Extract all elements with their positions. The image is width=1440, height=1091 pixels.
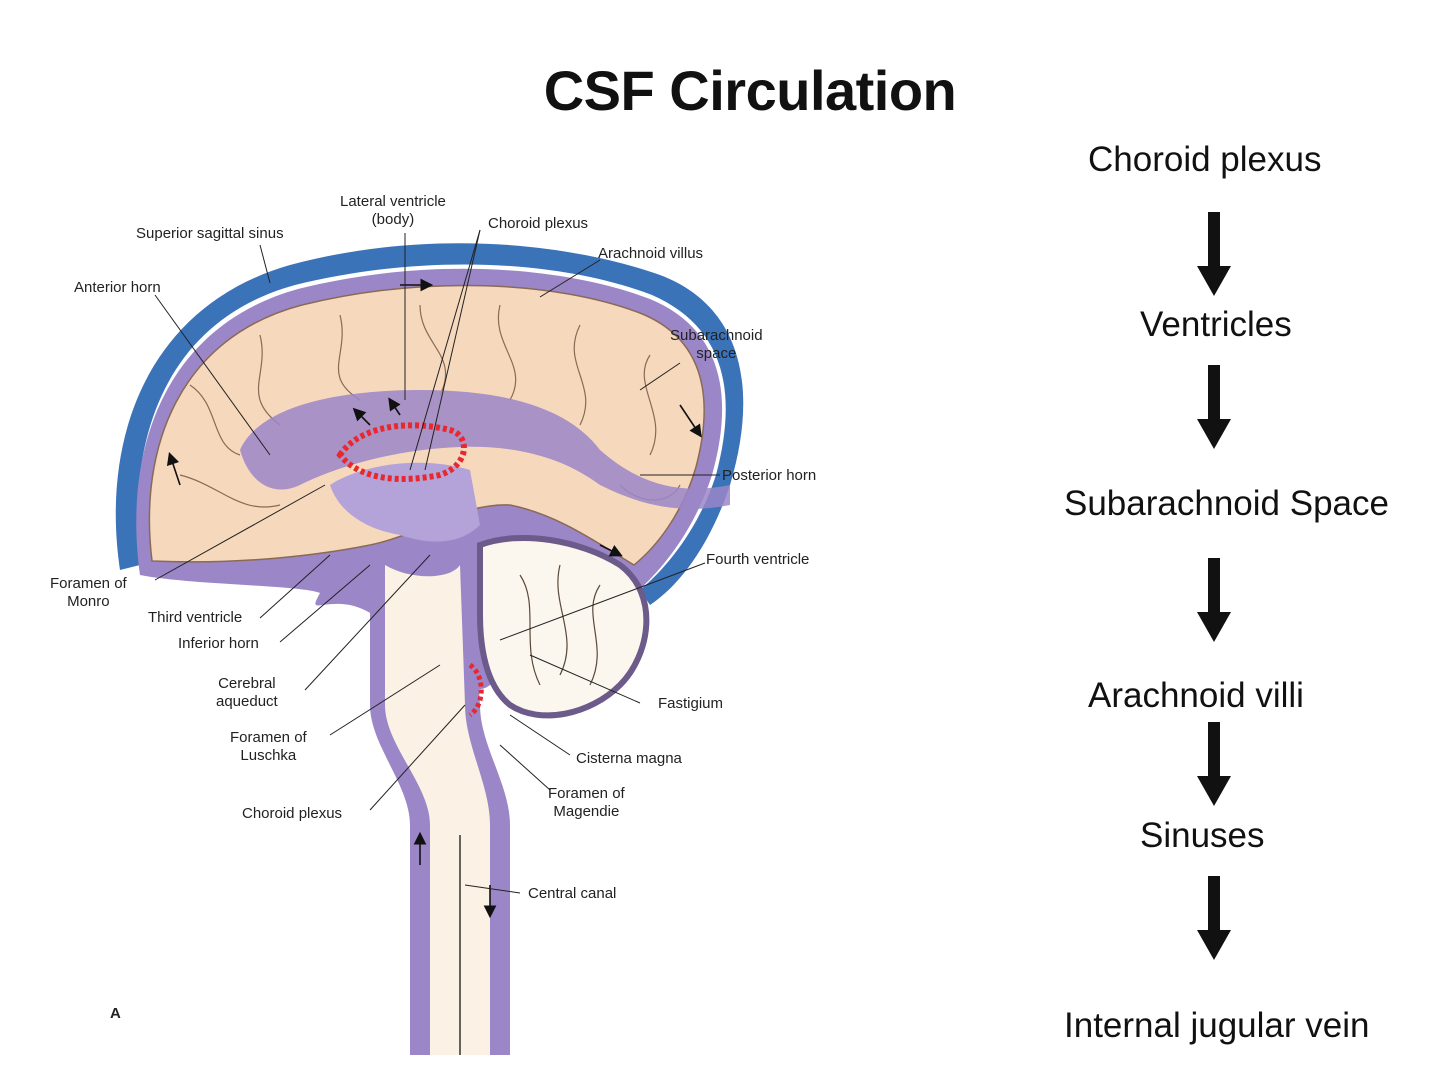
- third-ventricle-shape: [330, 462, 480, 542]
- label-choroid-plexus-bottom: Choroid plexus: [242, 805, 343, 822]
- flow-step-arachnoid-villi: Arachnoid villi: [1088, 676, 1304, 715]
- csf-anatomy-diagram: Lateral ventricle (body) Superior sagitt…: [40, 185, 900, 1055]
- label-cerebral-aqueduct: Cerebral aqueduct: [216, 675, 278, 710]
- panel-letter: A: [110, 1005, 121, 1022]
- label-fourth-ventricle: Fourth ventricle: [706, 551, 810, 568]
- label-lateral-ventricle: Lateral ventricle (body): [340, 193, 446, 228]
- label-superior-sagittal-sinus: Superior sagittal sinus: [136, 225, 284, 242]
- label-subarachnoid-space: Subarachnoid space: [670, 327, 763, 362]
- label-third-ventricle: Third ventricle: [148, 609, 243, 626]
- flow-step-choroid-plexus: Choroid plexus: [1088, 140, 1322, 179]
- flow-step-internal-jugular-vein: Internal jugular vein: [1064, 1006, 1370, 1045]
- down-arrow-icon: [1197, 876, 1231, 960]
- flow-step-sinuses: Sinuses: [1140, 816, 1265, 855]
- label-central-canal: Central canal: [528, 885, 617, 902]
- flow-step-subarachnoid-space: Subarachnoid Space: [1064, 484, 1389, 523]
- label-choroid-plexus-top: Choroid plexus: [488, 215, 589, 232]
- down-arrow-icon: [1197, 365, 1231, 449]
- down-arrow-icon: [1197, 558, 1231, 642]
- cerebellum-shape: [477, 534, 650, 719]
- spinal-cord-core-shape: [385, 565, 490, 1055]
- label-foramen-of-monro: Foramen of Monro: [50, 575, 127, 610]
- flow-step-ventricles: Ventricles: [1140, 305, 1292, 344]
- label-arachnoid-villus: Arachnoid villus: [598, 245, 704, 262]
- label-foramen-of-luschka: Foramen of Luschka: [230, 729, 307, 764]
- brain-sagittal-illustration: [115, 229, 744, 1055]
- label-cisterna-magna: Cisterna magna: [576, 750, 682, 767]
- choroid-plexus-lower-shape: [468, 662, 484, 718]
- down-arrow-icon: [1197, 722, 1231, 806]
- choroid-plexus-upper-shape: [336, 422, 467, 482]
- label-fastigium: Fastigium: [658, 695, 724, 712]
- label-inferior-horn: Inferior horn: [178, 635, 259, 652]
- label-posterior-horn: Posterior horn: [722, 467, 817, 484]
- superior-sagittal-sinus-shape: [115, 243, 744, 605]
- label-foramen-of-magendie: Foramen of Magendie: [548, 785, 625, 820]
- down-arrow-icon: [1197, 212, 1231, 296]
- slide-title: CSF Circulation: [543, 59, 957, 122]
- label-anterior-horn: Anterior horn: [74, 279, 161, 296]
